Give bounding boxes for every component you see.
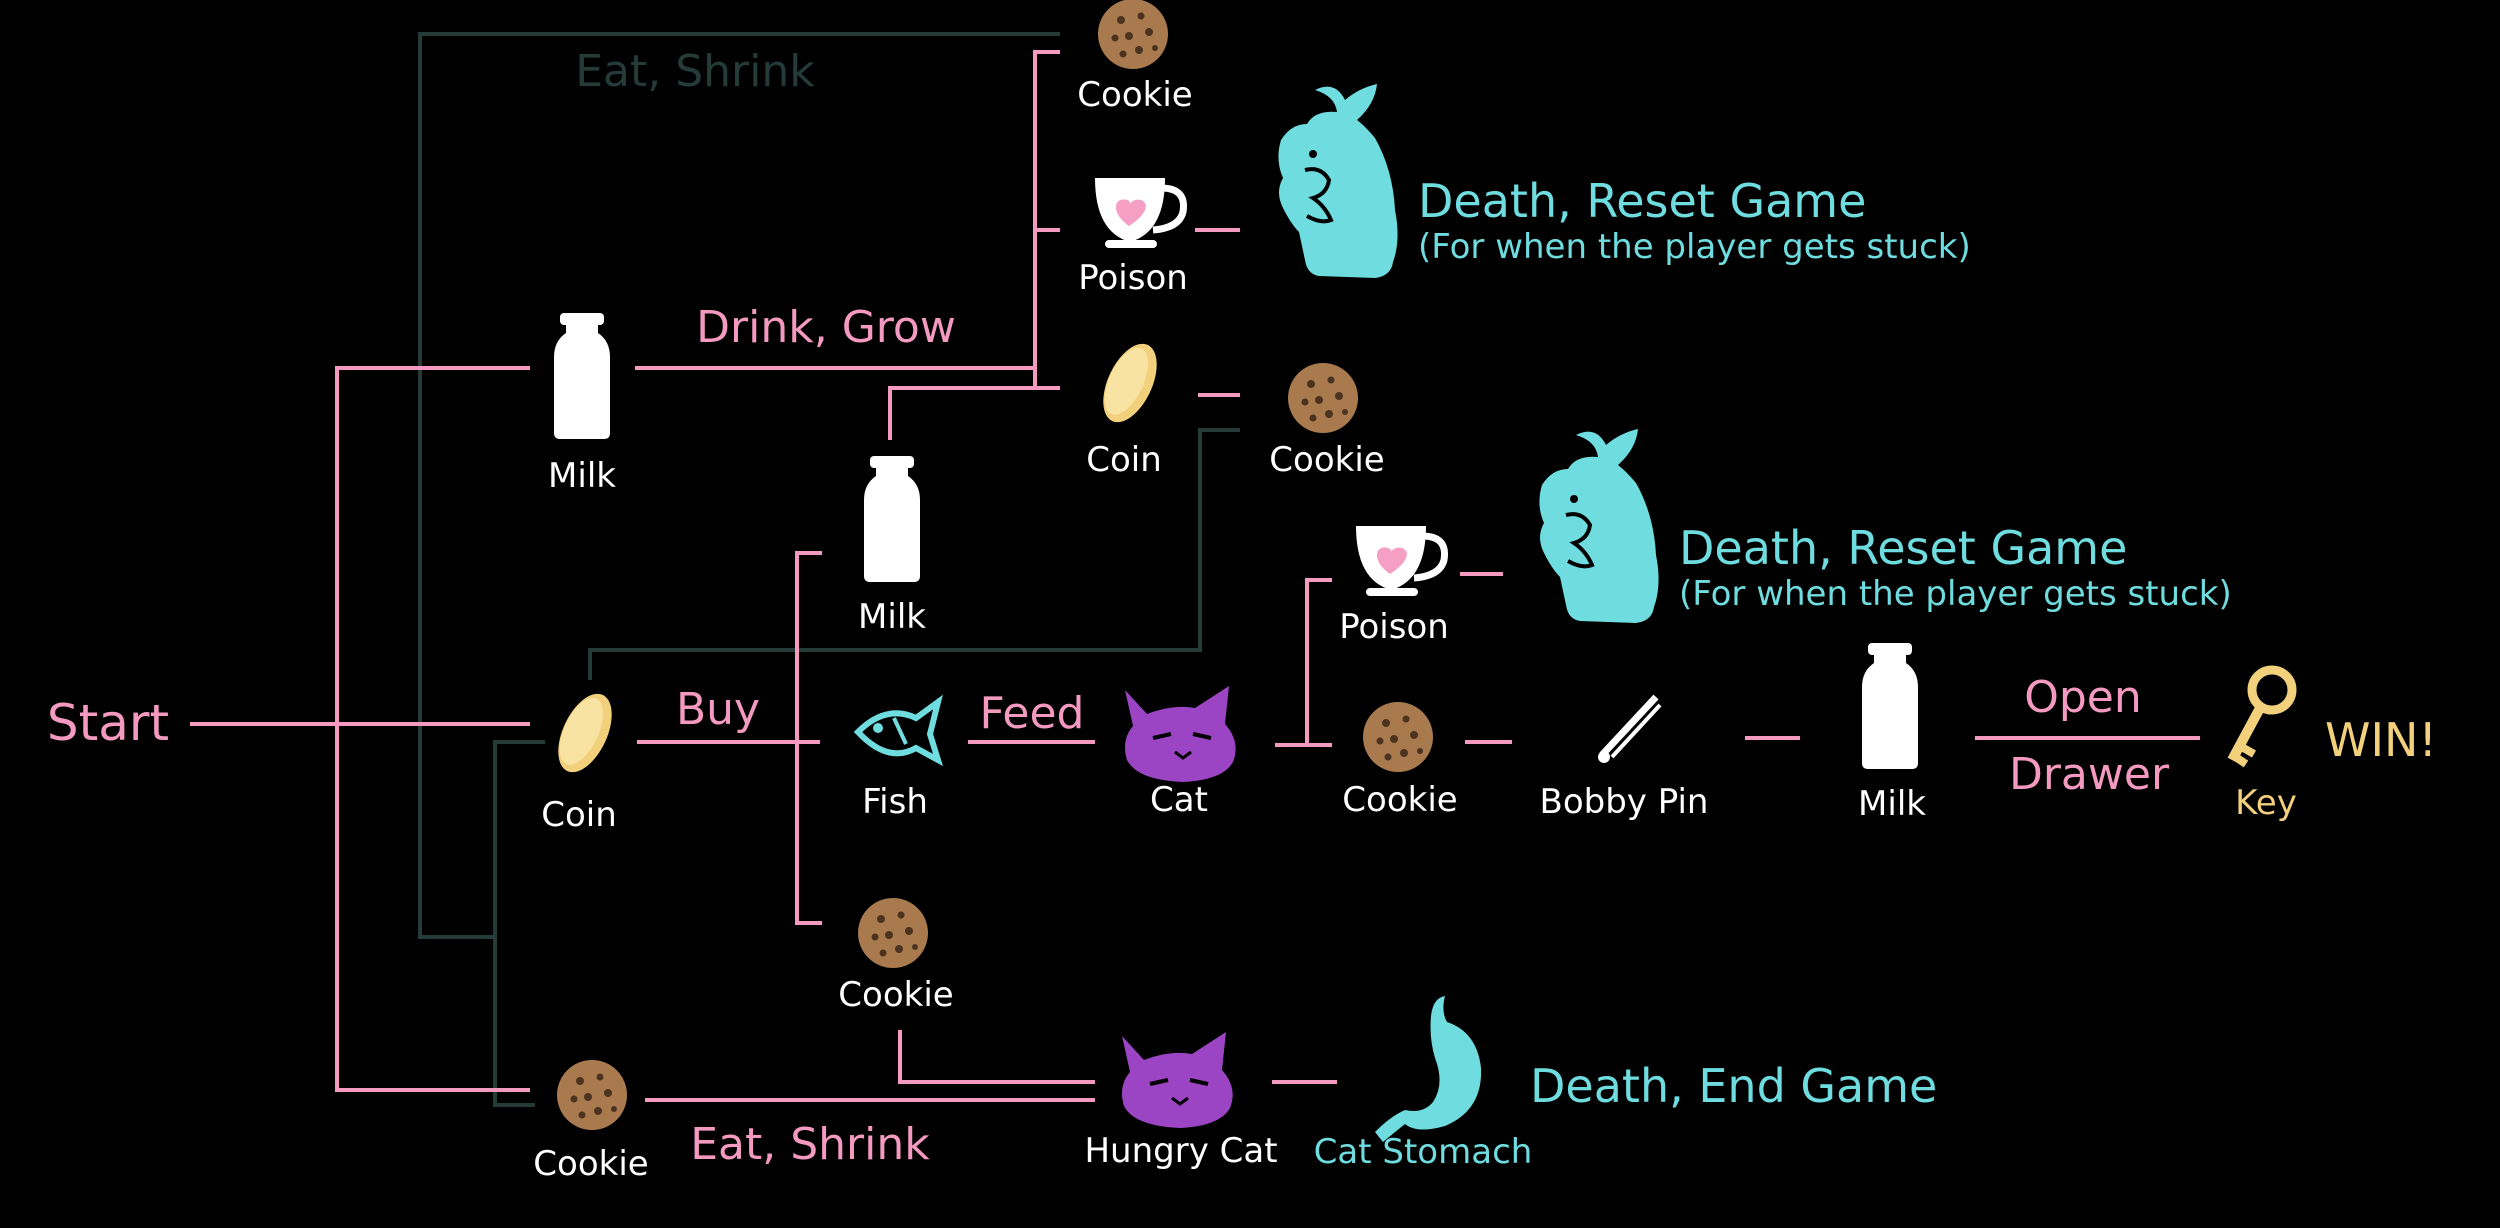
ghost-creature-icon <box>1537 427 1661 625</box>
coin-icon <box>1092 335 1168 431</box>
coin-icon <box>547 685 623 781</box>
action-buy: Buy <box>675 684 761 735</box>
alt-line-top-loop <box>418 32 1060 939</box>
outcome-death-reset-note: (For when the player gets stuck) <box>1418 227 1971 267</box>
item-label-coin: Coin <box>541 795 617 835</box>
outcome-death-reset-note: (For when the player gets stuck) <box>1679 574 2232 614</box>
item-label-fish: Fish <box>862 782 928 822</box>
outcome-death-end-title: Death, End Game <box>1530 1059 1938 1113</box>
key-icon <box>2232 670 2292 764</box>
item-label-milk: Milk <box>548 456 616 496</box>
cookie-icon <box>1288 363 1358 433</box>
item-label-cat: Cat <box>1150 780 1208 820</box>
item-label-cookie: Cookie <box>1077 75 1193 115</box>
item-label-poison: Poison <box>1339 607 1449 647</box>
item-label-cat-stomach: Cat Stomach <box>1313 1132 1533 1172</box>
cookie-icon <box>1098 0 1168 69</box>
action-eat-shrink-bottom: Eat, Shrink <box>690 1119 930 1170</box>
stomach-icon <box>1375 996 1482 1142</box>
item-label-cookie: Cookie <box>1342 780 1458 820</box>
outcome-death-reset-title: Death, Reset Game <box>1679 521 2128 575</box>
milk-bottle-icon <box>554 313 610 439</box>
item-label-key: Key <box>2235 783 2297 823</box>
outcome-death-reset-title: Death, Reset Game <box>1418 174 1867 228</box>
item-label-milk: Milk <box>858 597 926 637</box>
cookie-icon <box>1363 702 1433 772</box>
item-label-milk: Milk <box>1858 784 1926 824</box>
line-start-trunk <box>335 366 530 1092</box>
action-open: Open <box>2024 672 2142 723</box>
line-cookie-lower <box>898 1030 1095 1084</box>
item-label-bobby-pin: Bobby Pin <box>1539 782 1709 822</box>
cat-icon <box>1123 684 1238 784</box>
alt-line-coin-bottom <box>493 740 545 1107</box>
ghost-creature-icon <box>1276 82 1400 280</box>
item-label-poison: Poison <box>1078 258 1188 298</box>
action-drawer: Drawer <box>2008 749 2170 800</box>
item-label-coin: Coin <box>1086 440 1162 480</box>
teacup-icon <box>1095 178 1184 248</box>
item-label-cookie: Cookie <box>533 1144 649 1184</box>
cookie-icon <box>858 898 928 968</box>
item-label-cookie: Cookie <box>838 975 954 1015</box>
fish-icon <box>858 702 938 760</box>
milk-bottle-icon <box>864 456 920 582</box>
line-buy-trunk <box>795 551 822 925</box>
line-cat-branch <box>1275 578 1332 747</box>
bobby-pin-icon <box>1598 697 1660 763</box>
action-eat-shrink-top: Eat, Shrink <box>575 46 815 97</box>
start-label: Start <box>46 694 170 752</box>
milk-bottle-icon <box>1862 643 1918 769</box>
item-label-cookie: Cookie <box>1269 440 1385 480</box>
outcome-win: WIN! <box>2325 713 2437 767</box>
item-label-hungry-cat: Hungry Cat <box>1084 1131 1278 1171</box>
cookie-icon <box>557 1060 627 1130</box>
line-branch-milk <box>888 386 1035 440</box>
line-top-branch <box>1033 50 1060 390</box>
alt-line-coin-cookie <box>588 428 1240 680</box>
alt-connector-lines <box>418 32 1240 1107</box>
action-feed: Feed <box>979 688 1085 739</box>
action-drink-grow: Drink, Grow <box>696 302 956 353</box>
teacup-icon <box>1356 526 1445 596</box>
cat-icon <box>1120 1030 1235 1130</box>
main-connector-lines <box>190 50 2200 1102</box>
